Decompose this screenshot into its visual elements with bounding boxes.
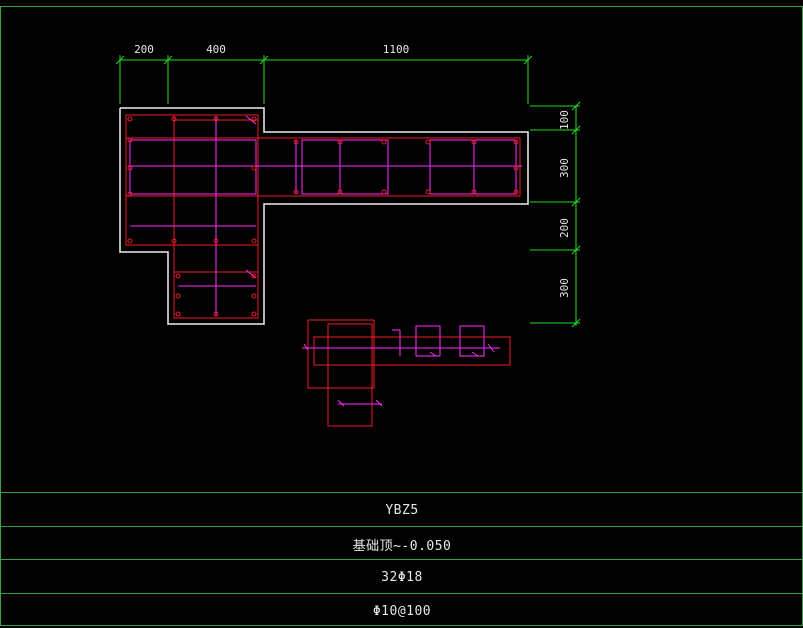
dim-right-200: 200: [558, 218, 571, 238]
dim-right-100: 100: [558, 110, 571, 130]
dim-top-400: 400: [206, 43, 226, 56]
right-dimensions: [530, 101, 581, 328]
dim-top-200: 200: [134, 43, 154, 56]
row-longitudinal-bars: 32Φ18: [381, 570, 423, 585]
column-section-drawing: 200 400 1100 100 300 200 300: [115, 43, 581, 427]
row-label-ybz5: YBZ5: [385, 503, 419, 518]
row-elevation: 基础顶~-0.050: [352, 539, 452, 554]
stirrups: [128, 115, 522, 316]
dim-right-300b: 300: [558, 278, 571, 298]
top-dimensions: [115, 55, 533, 104]
row-stirrup-spec: Φ10@100: [372, 604, 432, 619]
column-outline: [119, 107, 529, 325]
dim-right-300: 300: [558, 158, 571, 178]
dim-top-1100: 1100: [383, 43, 410, 56]
rebar-cage: [125, 114, 521, 319]
rebar-bars: [127, 116, 519, 317]
stirrup-details: [302, 319, 511, 427]
